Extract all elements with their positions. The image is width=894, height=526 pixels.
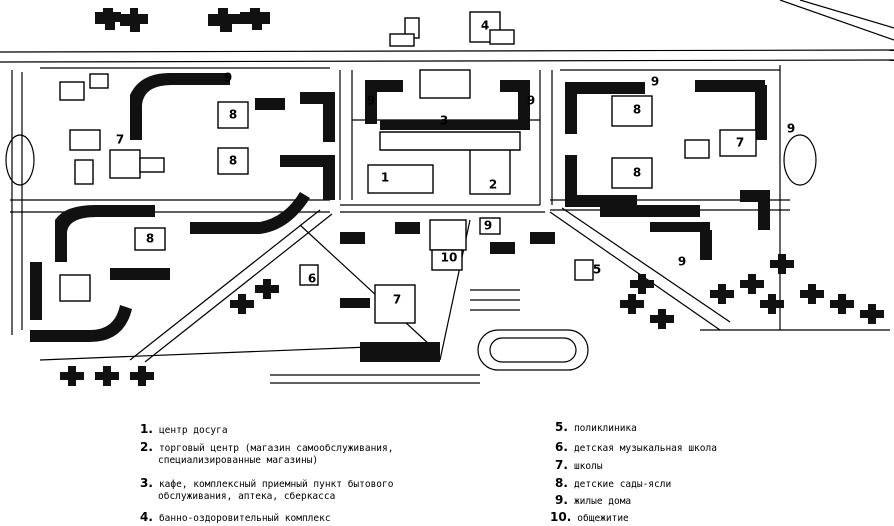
cross-buildings [60, 254, 884, 386]
marker-7: 7 [736, 136, 744, 150]
legend-item-5: 5. поликлиника [555, 420, 637, 434]
legend-item-6: 6. детская музыкальная школа [555, 440, 717, 454]
marker-9: 9 [224, 71, 232, 85]
marker-5: 5 [593, 263, 601, 277]
legend-item-8: 8. детские сады-ясли [555, 476, 672, 490]
legend-item-2-cont: специализированные магазины) [158, 455, 319, 466]
marker-3: 3 [440, 114, 448, 128]
marker-8: 8 [229, 108, 237, 122]
marker-10: 10 [441, 251, 458, 265]
legend-item-4: 4. банно-оздоровительный комплекс [140, 510, 331, 524]
buildings-right [565, 80, 770, 260]
legend-item-1: 1. центр досуга [140, 422, 228, 436]
legend-item-9: 9. жилые дома [555, 493, 632, 507]
marker-7: 7 [393, 293, 401, 307]
legend-item-3: 3. кафе, комплексный приемный пункт быто… [140, 476, 394, 490]
marker-6: 6 [308, 272, 316, 286]
marker-9: 9 [787, 122, 795, 136]
legend-item-2: 2. торговый центр (магазин самообслужива… [140, 440, 394, 454]
buildings-top [95, 8, 515, 47]
marker-8: 8 [229, 154, 237, 168]
marker-8: 8 [146, 232, 154, 246]
buildings-center [365, 69, 530, 195]
buildings-left [30, 73, 335, 342]
site-plan: 1 2 3 4 5 6 7 7 7 8 8 8 8 8 9 9 9 9 9 9 … [0, 0, 894, 386]
marker-2: 2 [489, 178, 497, 192]
marker-9: 9 [651, 75, 659, 89]
marker-4: 4 [481, 19, 489, 33]
marker-1: 1 [381, 171, 389, 185]
marker-9: 9 [484, 219, 492, 233]
marker-9: 9 [367, 94, 375, 108]
legend-item-7: 7. школы [555, 458, 603, 472]
marker-9: 9 [527, 94, 535, 108]
marker-8: 8 [633, 103, 641, 117]
marker-8: 8 [633, 166, 641, 180]
marker-9: 9 [678, 255, 686, 269]
legend-item-3-cont: обслуживания, аптека, сберкасса [158, 491, 336, 502]
legend-item-10: 10. общежитие [550, 510, 629, 524]
map-markers: 1 2 3 4 5 6 7 7 7 8 8 8 8 8 9 9 9 9 9 9 … [116, 19, 795, 307]
marker-7: 7 [116, 133, 124, 147]
buildings-lower-center [299, 217, 594, 362]
